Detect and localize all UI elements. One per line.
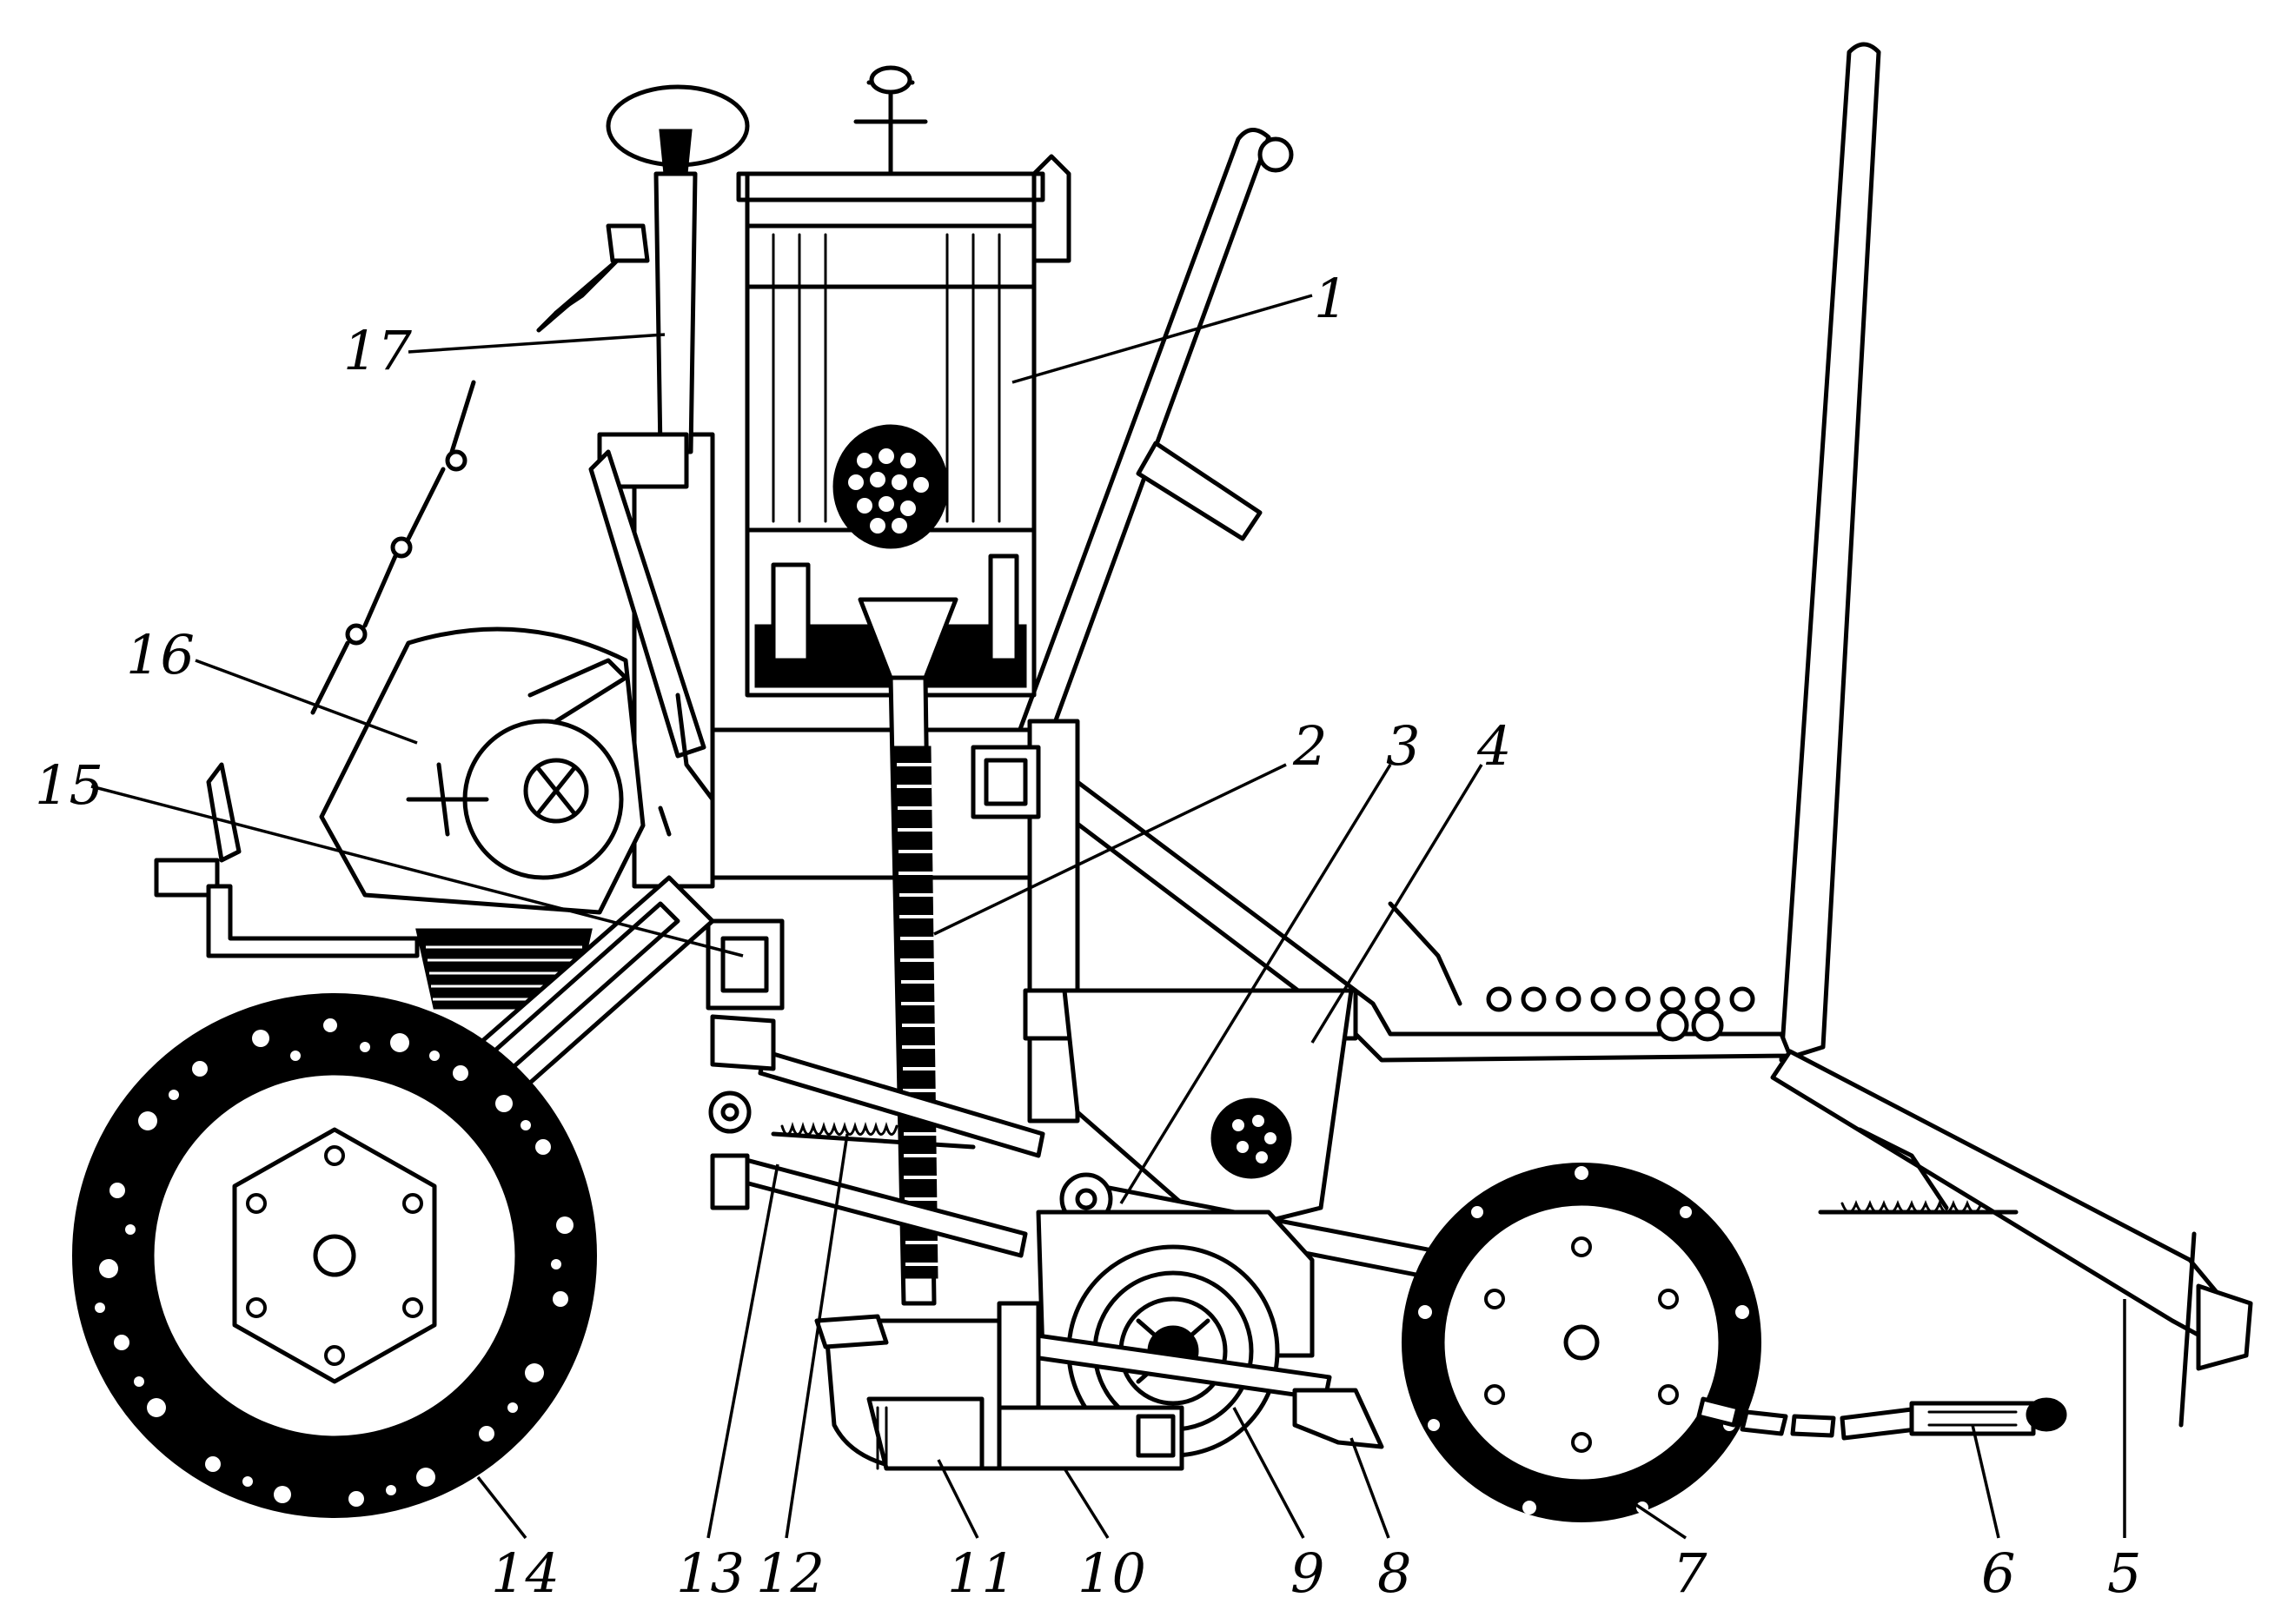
callout-15: 15 <box>35 753 103 817</box>
callout-16: 16 <box>126 623 195 686</box>
callout-3: 3 <box>1386 714 1420 778</box>
front-wheel <box>72 993 597 1518</box>
tow-chain <box>1696 1396 2067 1441</box>
callout-12: 12 <box>756 1541 825 1605</box>
callout-9: 9 <box>1290 1541 1324 1605</box>
drive-housing <box>154 626 646 1010</box>
callout-2: 2 <box>1292 714 1327 778</box>
callout-13: 13 <box>676 1541 745 1605</box>
callout-8: 8 <box>1377 1541 1411 1605</box>
fertilizer-box <box>1062 988 1354 1236</box>
callout-11: 11 <box>947 1541 1016 1605</box>
upper-arm <box>1014 128 1294 759</box>
callout-labels: 1 2 3 4 5 6 7 8 9 10 11 12 13 14 15 16 1… <box>35 267 2141 1605</box>
callout-7: 7 <box>1673 1541 1707 1605</box>
callout-4: 4 <box>1476 714 1511 778</box>
press-wheel <box>1402 1163 1761 1522</box>
opener-assembly <box>814 1210 1384 1471</box>
rear-frame <box>997 727 2253 1428</box>
seed-hopper <box>736 65 1071 698</box>
callout-14: 14 <box>491 1541 560 1605</box>
callout-17: 17 <box>343 319 412 382</box>
adjusting-screw <box>310 84 750 837</box>
marker-rod <box>1779 42 1881 1063</box>
chain-rollers <box>1486 986 1755 1042</box>
callout-6: 6 <box>1981 1541 2015 1605</box>
callout-10: 10 <box>1078 1541 1146 1605</box>
callout-5: 5 <box>2107 1541 2141 1605</box>
leader-lines <box>90 294 2126 1540</box>
callout-1: 1 <box>1314 267 1348 330</box>
